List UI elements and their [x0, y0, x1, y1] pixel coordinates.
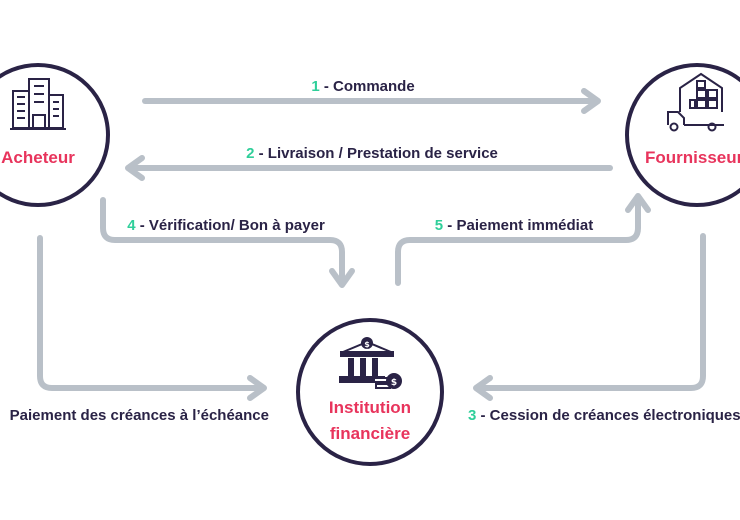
supplier-label: Fournisseur: [645, 148, 740, 167]
arrow-paiement-immediat: [395, 193, 651, 286]
flow-label-livraison: 2 - Livraison / Prestation de service: [246, 145, 498, 162]
flow-label-paiement-echeance: Paiement des créances à l’échéance: [10, 407, 269, 424]
arrow-verification: [100, 197, 355, 288]
supplier-node: Fournisseur: [625, 63, 740, 207]
svg-text:$: $: [364, 340, 370, 349]
bank-label-line2: financière: [330, 424, 410, 443]
svg-text:$: $: [391, 378, 397, 388]
buyer-node: Acheteur: [0, 63, 110, 207]
buildings-icon: [10, 78, 66, 130]
arrow-commande: [142, 88, 601, 114]
flow-label-paiement-immediat: 5 - Paiement immédiat: [435, 217, 593, 234]
arrow-livraison: [125, 155, 613, 181]
arrow-paiement-echeance: [37, 235, 267, 401]
buyer-label: Acheteur: [1, 148, 75, 167]
delivery-truck-icon: [667, 72, 724, 132]
bank-node: $ $ Institution financière: [296, 318, 444, 466]
bank-coins-icon: $ $: [339, 337, 402, 389]
bank-label-line1: Institution: [329, 398, 411, 417]
flow-label-verification: 4 - Vérification/ Bon à payer: [127, 217, 325, 234]
flow-label-commande: 1 - Commande: [311, 78, 414, 95]
flow-label-cession: 3 - Cession de créances électroniques: [468, 407, 740, 424]
arrow-cession: [473, 233, 706, 401]
